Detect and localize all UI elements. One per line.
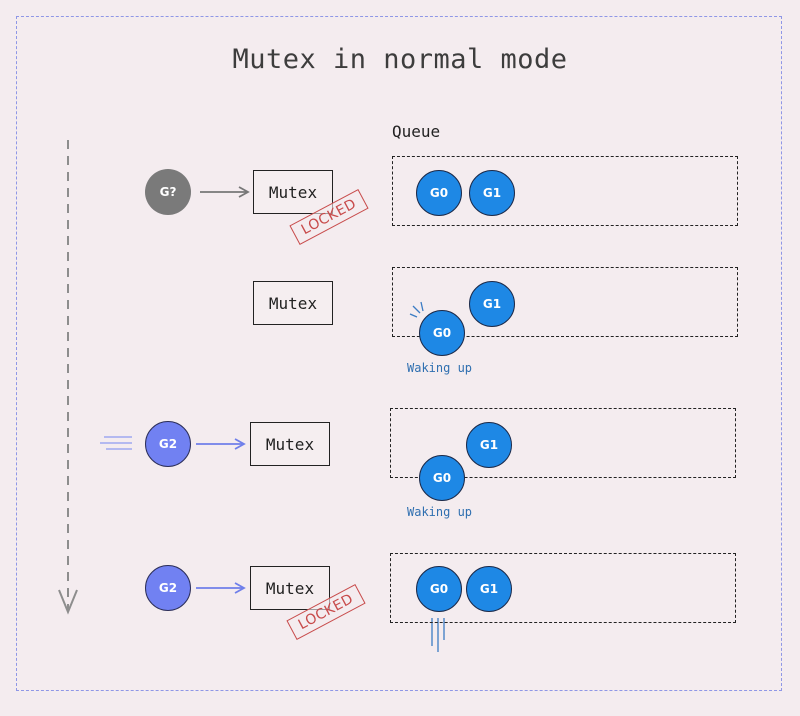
goroutine-g1-row2: G1: [469, 281, 515, 327]
goroutine-g1-row3: G1: [466, 422, 512, 468]
goroutine-g2-row3: G2: [145, 421, 191, 467]
arrow-g2-to-mutex-row4-head: [234, 582, 246, 594]
queue-row1: [392, 156, 738, 226]
queue-row3: [390, 408, 736, 478]
mutex-box-row2: Mutex: [253, 281, 333, 325]
goroutine-g0-row1: G0: [416, 170, 462, 216]
queue-row2: [392, 267, 738, 337]
mutex-box-row4: Mutex: [250, 566, 330, 610]
waking-spark-lines: [409, 301, 424, 318]
goroutine-g1-row1: G1: [469, 170, 515, 216]
goroutine-g1-row4: G1: [466, 566, 512, 612]
waking-up-label-row2: Waking up: [407, 361, 473, 375]
mutex-box-row3: Mutex: [250, 422, 330, 466]
goroutine-g2-row4: G2: [145, 565, 191, 611]
timeline-arrow-head: [58, 589, 78, 615]
arrow-g2-to-mutex-row3-head: [234, 438, 246, 450]
goroutine-g0-row2: G0: [419, 310, 465, 356]
mutex-box-row1: Mutex: [253, 170, 333, 214]
waking-up-label-row3: Waking up: [407, 505, 473, 519]
diagram-title: Mutex in normal mode: [232, 44, 568, 75]
queue-row4: [390, 553, 736, 623]
goroutine-unknown: G?: [145, 169, 191, 215]
arrow-gq-to-mutex-head: [238, 186, 250, 198]
goroutine-g0-row4: G0: [416, 566, 462, 612]
diagram-frame: [16, 16, 782, 691]
g2-motion-lines: [100, 436, 132, 450]
g0-motion-lines: [431, 618, 445, 652]
goroutine-g0-row3: G0: [419, 455, 465, 501]
queue-label: Queue: [392, 122, 441, 141]
